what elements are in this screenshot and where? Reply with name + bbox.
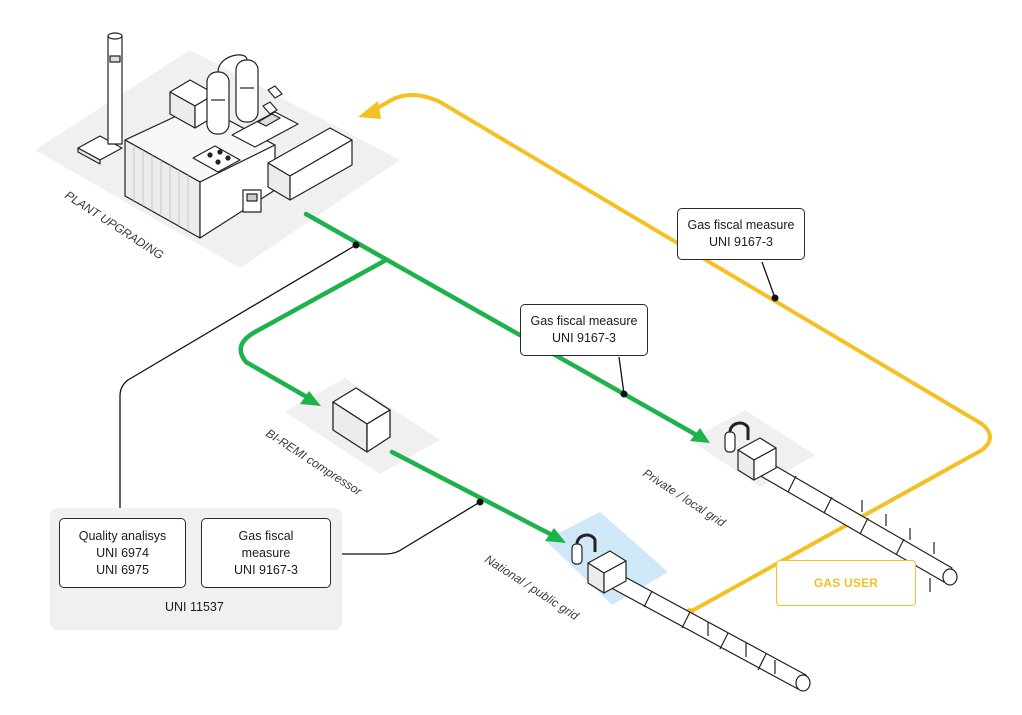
measurement-points (352, 241, 779, 506)
gas-user-flow (370, 93, 992, 614)
compressor-box (332, 387, 391, 453)
plant-upgrading-illustration (77, 32, 353, 239)
fiscal-top-line1: Gas fiscal measure (687, 218, 795, 232)
quality-line1: Quality analisys (78, 528, 167, 543)
measurement-connectors (119, 244, 776, 555)
fiscal-mid-line2: UNI 9167-3 (552, 331, 616, 345)
uni-11537-label: UNI 11537 (165, 600, 224, 614)
fiscal-mid-line1: Gas fiscal measure (530, 314, 638, 328)
fiscal-measure-box-mid: Gas fiscal measure UNI 9167-3 (520, 304, 648, 356)
quality-line3: UNI 6975 (96, 562, 149, 577)
fiscal-bottom-line3: UNI 9167-3 (234, 562, 298, 577)
fiscal-measure-box-bottom: Gas fiscal measure UNI 9167-3 (201, 518, 331, 588)
gas-user-box: GAS USER (776, 560, 916, 606)
private-grid-pipeline (724, 421, 958, 592)
arrow-to-national-grid (545, 528, 566, 543)
arrow-to-compressor (300, 391, 321, 406)
arrow-to-plant (358, 101, 381, 119)
fiscal-top-line2: UNI 9167-3 (709, 235, 773, 249)
fiscal-bottom-line2: measure (241, 545, 291, 560)
national-grid-pipeline (571, 533, 811, 692)
fiscal-bottom-line1: Gas fiscal (238, 528, 294, 543)
biomethane-arrowheads (300, 391, 710, 543)
quality-analysis-box: Quality analisys UNI 6974 UNI 6975 (59, 518, 186, 588)
quality-line2: UNI 6974 (96, 545, 149, 560)
arrow-to-private-grid (690, 428, 710, 443)
biomethane-flow (238, 211, 703, 540)
fiscal-measure-box-top: Gas fiscal measure UNI 9167-3 (677, 208, 805, 260)
